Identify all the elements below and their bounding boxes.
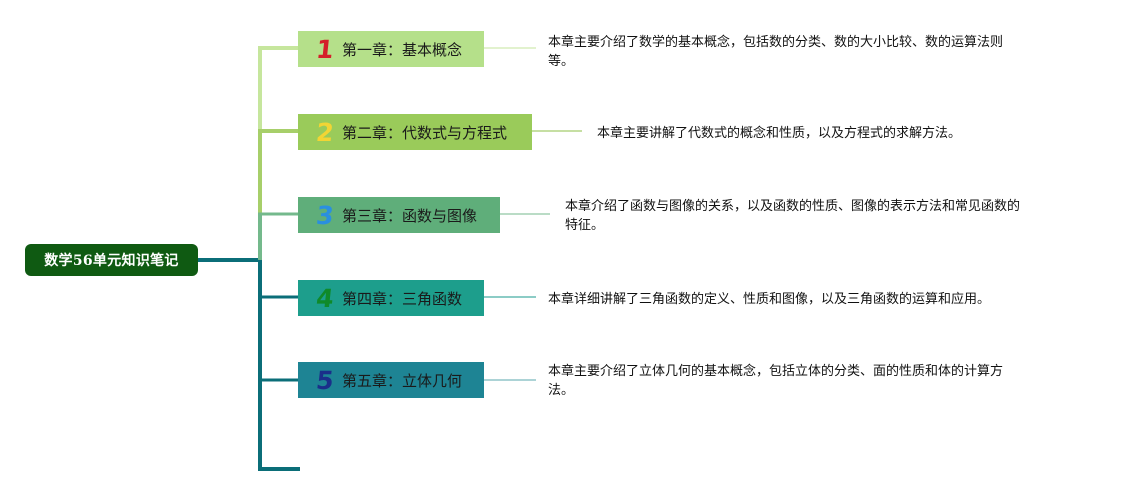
- chapter-description-5: 本章主要介绍了立体几何的基本概念，包括立体的分类、面的性质和体的计算方 法。: [548, 364, 1004, 398]
- chapter-title-3: 第三章：函数与图像: [342, 206, 478, 225]
- chapter-number-4: 4: [314, 283, 336, 313]
- chapter-number-1: 1: [314, 34, 336, 64]
- chapter-node-5[interactable]: 5 第五章：立体几何: [298, 362, 484, 398]
- chapter-description-4: 本章详细讲解了三角函数的定义、性质和图像，以及三角函数的运算和应用。: [548, 292, 991, 307]
- root-node[interactable]: 数学56单元知识笔记: [25, 244, 198, 276]
- chapter-node-2[interactable]: 2 第二章：代数式与方程式: [298, 114, 532, 150]
- chapter-node-3[interactable]: 3 第三章：函数与图像: [298, 197, 500, 233]
- root-title: 数学56单元知识笔记: [44, 253, 179, 269]
- chapter-title-5: 第五章：立体几何: [342, 371, 463, 390]
- chapter-description-1: 本章主要介绍了数学的基本概念，包括数的分类、数的大小比较、数的运算法则 等。: [548, 35, 1004, 69]
- chapter-description-3: 本章介绍了函数与图像的关系，以及函数的性质、图像的表示方法和常见函数的 特征。: [565, 199, 1021, 233]
- chapter-node-1[interactable]: 1 第一章：基本概念: [298, 31, 484, 67]
- chapter-number-3: 3: [314, 200, 336, 230]
- chapter-node-4[interactable]: 4 第四章：三角函数: [298, 280, 484, 316]
- chapter-title-1: 第一章：基本概念: [342, 40, 463, 59]
- chapter-title-4: 第四章：三角函数: [342, 289, 463, 308]
- chapter-number-5: 5: [314, 365, 336, 395]
- chapter-number-2: 2: [314, 117, 336, 147]
- chapter-title-2: 第二章：代数式与方程式: [342, 123, 508, 142]
- chapter-description-2: 本章主要讲解了代数式的概念和性质，以及方程式的求解方法。: [597, 126, 962, 141]
